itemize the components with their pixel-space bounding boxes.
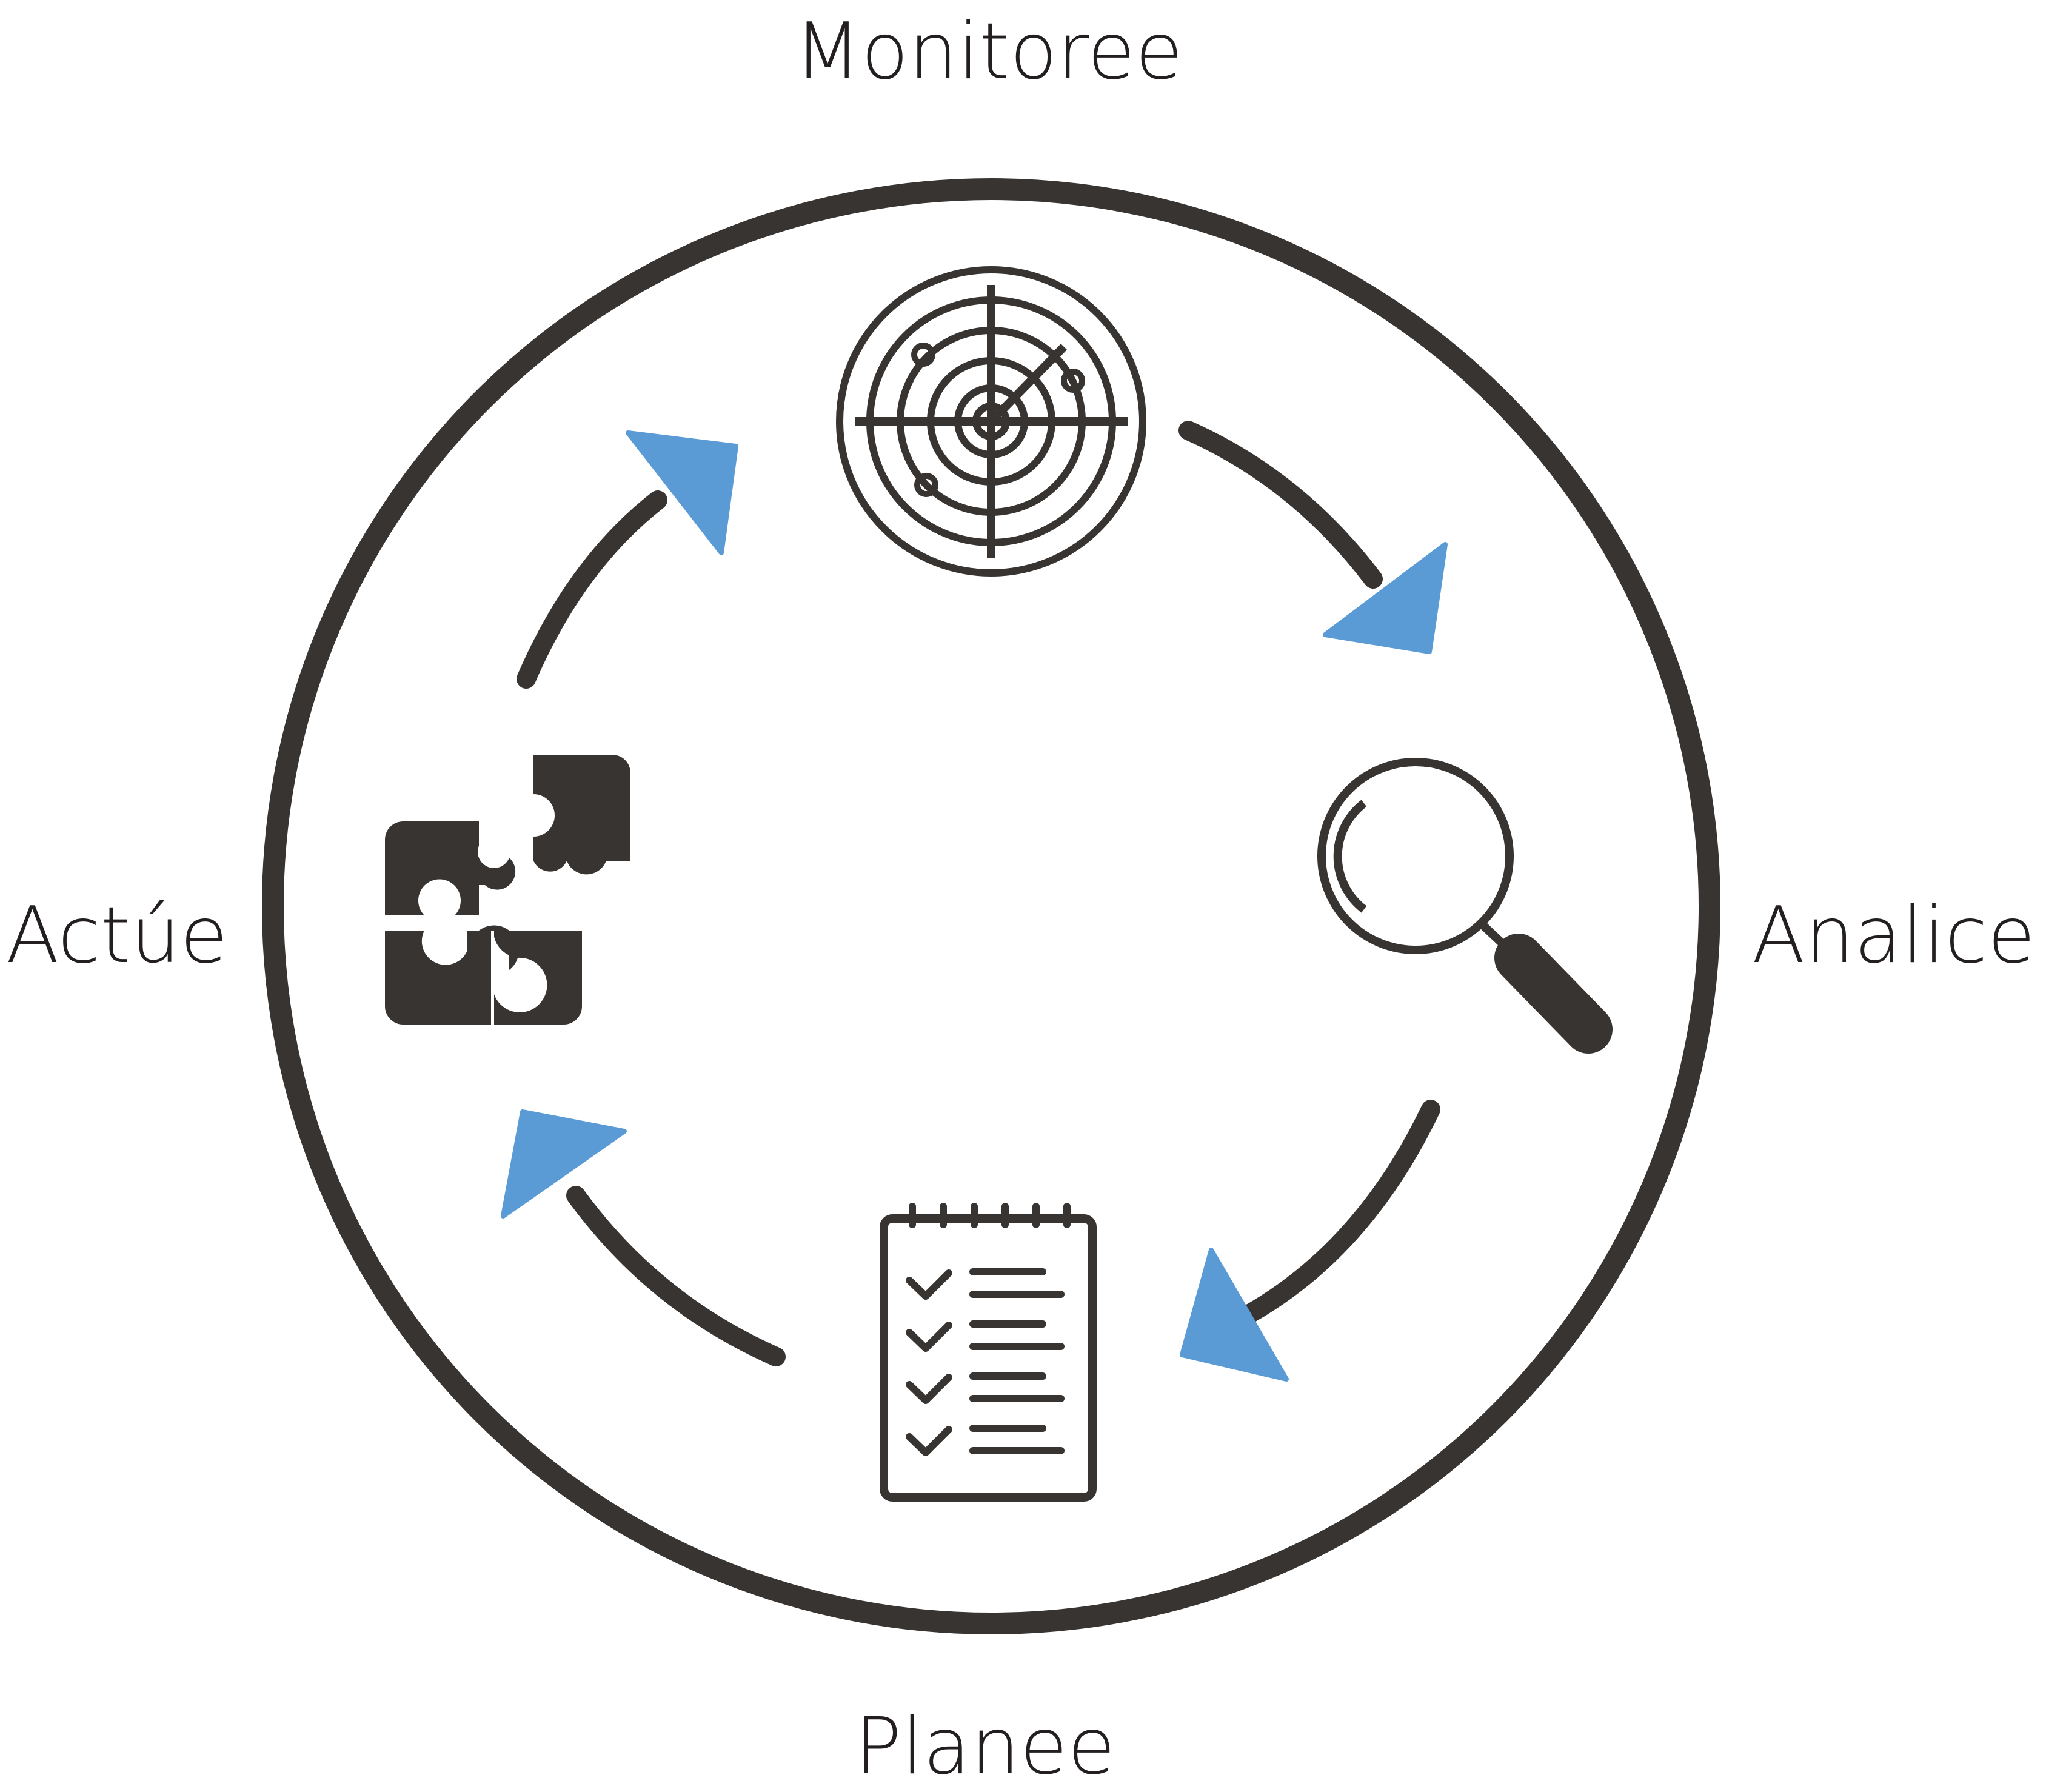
magnifying-glass-icon: [1317, 758, 1613, 1054]
radar-icon: [836, 266, 1146, 577]
outer-cycle-circle: [262, 178, 1720, 1634]
puzzle-pieces-icon: [385, 755, 630, 1025]
stage-label-act: Actúe: [6, 891, 228, 981]
checklist-notepad-icon: [880, 1203, 1097, 1502]
arrow-act-to-monitor: [517, 430, 738, 689]
arrow-analyze-to-plan: [1180, 1100, 1440, 1382]
stage-label-monitor: Monitoree: [794, 7, 1183, 97]
arrow-plan-to-act: [501, 1109, 786, 1366]
stage-label-plan: Planee: [855, 1702, 1115, 1792]
stage-label-analyze: Analice: [1752, 891, 2036, 981]
arrow-monitor-to-analyze: [1178, 421, 1448, 654]
